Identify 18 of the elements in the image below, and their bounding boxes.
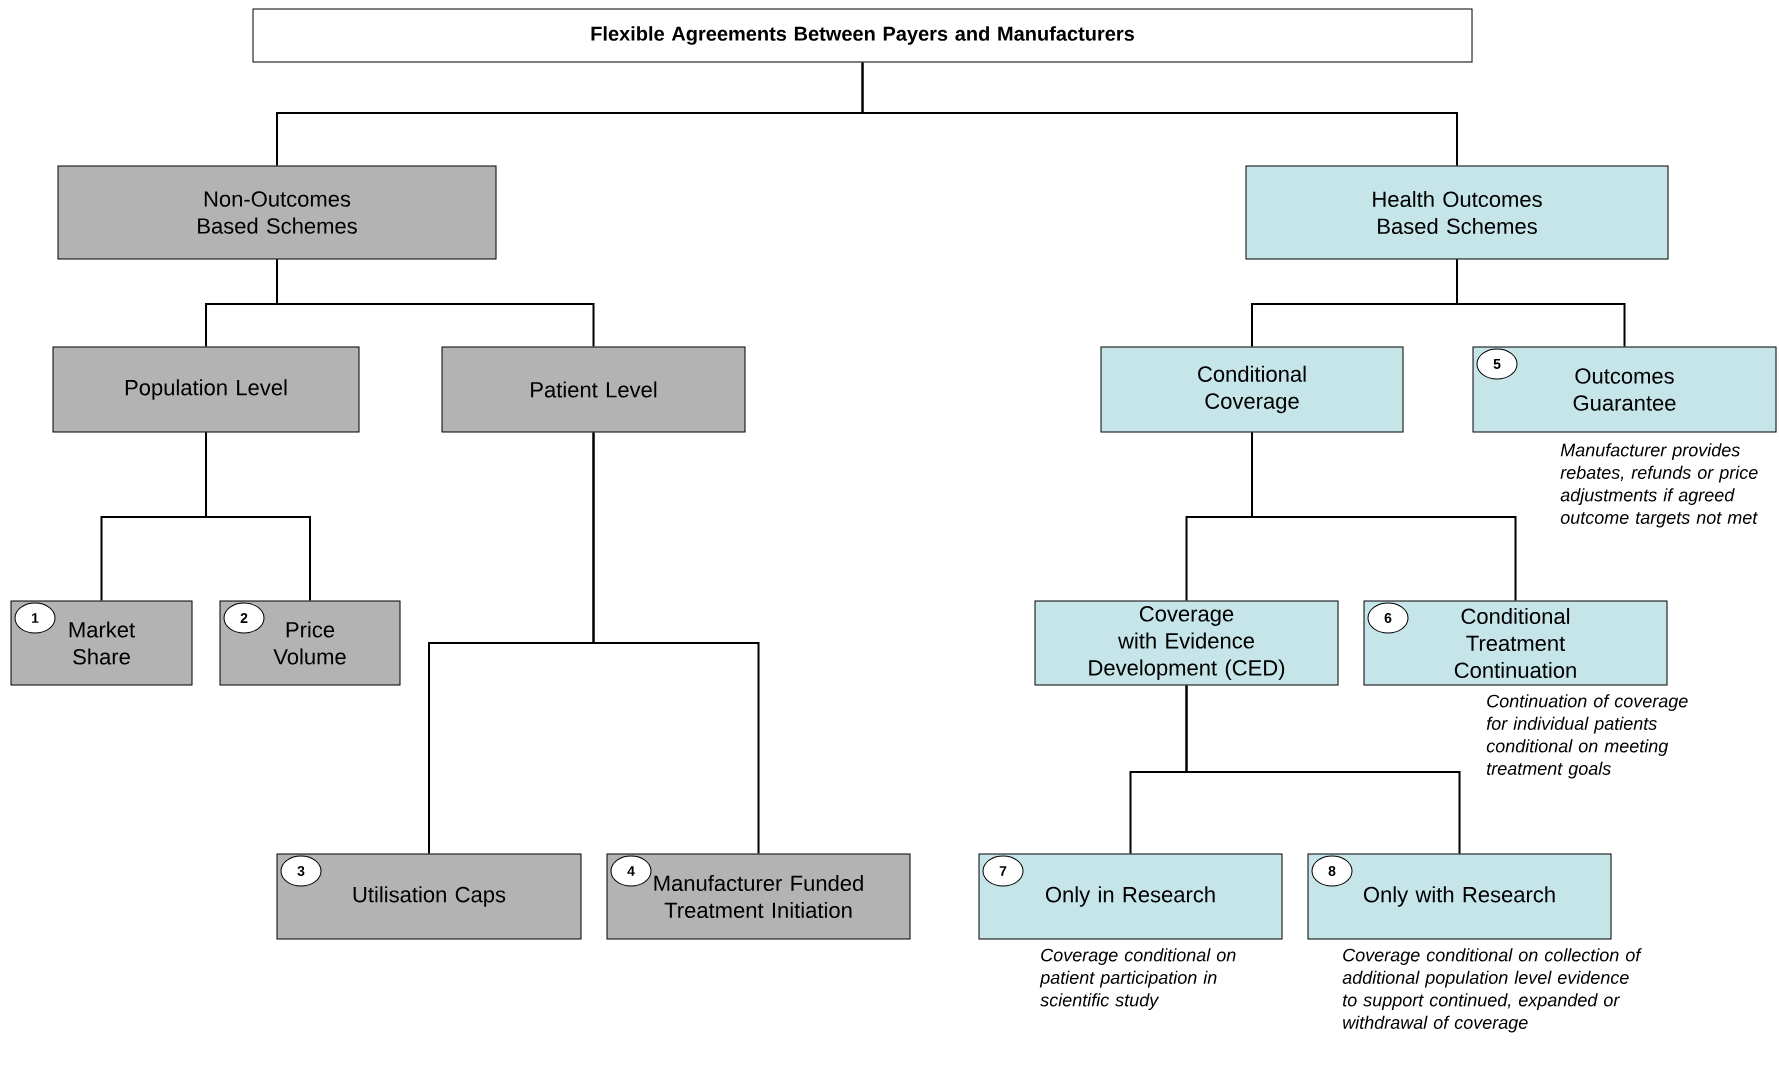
scheme-box: Coverage with Evidence Development (CED): [1034, 600, 1339, 686]
connector-line: [592, 431, 760, 855]
connector-line: [205, 431, 311, 602]
connector-line: [1251, 431, 1517, 602]
note-text: Manufacturer provides rebates, refunds or price adjustments if agreed outcome targets not met: [1560, 443, 1758, 528]
connector-line: [276, 258, 595, 348]
connector-line: [861, 61, 1458, 167]
note-text: Coverage conditional on patient participation in scientific study: [1039, 948, 1236, 1010]
connector-line: [1456, 258, 1626, 348]
scheme-box: Non-Outcomes Based Schemes: [57, 165, 497, 260]
scheme-box: Patient Level: [441, 346, 746, 433]
scheme-box: Population Level: [52, 346, 360, 433]
note-text: Continuation of coverage for individual patients conditional on meeting treatment goals: [1486, 694, 1688, 779]
connector-line: [1185, 684, 1461, 855]
scheme-box: Health Outcomes Based Schemes: [1245, 165, 1669, 260]
note-text: Coverage conditional on collection of additional population level evidence to support continued, expanded or withdrawal of coverage: [1342, 948, 1642, 1033]
title-box: Flexible Agreements Between Payers and Manufacturers: [252, 8, 1473, 63]
scheme-box: Conditional Coverage: [1100, 346, 1404, 433]
